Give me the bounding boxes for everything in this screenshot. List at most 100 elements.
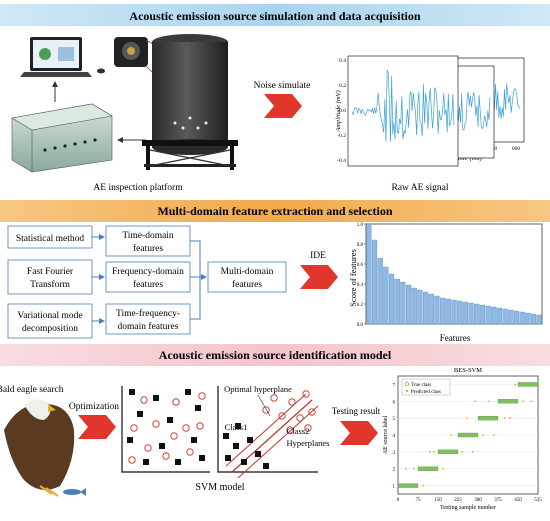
square-marker	[241, 459, 247, 465]
section1-title: Acoustic emission source simulation and …	[129, 9, 420, 23]
true-class-segment	[517, 382, 539, 387]
circle-marker	[302, 390, 310, 398]
square-marker	[195, 405, 201, 411]
chevron-arrow-icon	[264, 94, 302, 118]
circle-marker	[152, 420, 160, 428]
predicted-point	[487, 400, 490, 403]
square-marker	[175, 459, 181, 465]
x-axis-label: Testing sample number	[440, 505, 496, 511]
feature-box-time-frequency: Time-frequency- domain features	[105, 303, 191, 335]
optimization-label: Optimization	[69, 402, 119, 412]
signal-label: Raw AE signal	[392, 183, 449, 193]
square-marker	[233, 443, 239, 449]
y-tick-label: 0.2	[357, 303, 364, 308]
square-marker	[263, 463, 269, 469]
multi-label-a: Multi-domain	[221, 267, 274, 277]
bar	[377, 257, 383, 325]
method-box-vmd: Variational mode decomposition	[7, 303, 93, 339]
signal-frame	[347, 55, 459, 167]
square-marker	[129, 389, 135, 395]
bar	[400, 281, 406, 325]
bar	[451, 299, 457, 325]
square-marker	[143, 459, 149, 465]
x-tick-label: 225	[454, 498, 462, 503]
optimal-hyperplane-label: Optimal hyperplane	[224, 384, 292, 394]
predicted-point	[405, 467, 407, 470]
bar	[405, 284, 412, 325]
circle-marker	[308, 408, 316, 416]
y-tick-label: 6	[393, 400, 396, 405]
bar	[388, 273, 395, 325]
x-tick-label: 525	[534, 498, 542, 503]
circle-marker	[288, 398, 296, 406]
bar	[417, 289, 423, 325]
square-marker	[247, 437, 253, 443]
y-tick-label: 5	[393, 417, 396, 422]
y-tick-label: 7	[393, 383, 396, 388]
class1-label: Class1	[225, 422, 248, 432]
predicted-point	[493, 434, 495, 436]
section3-banner	[0, 344, 550, 366]
circle-marker	[278, 412, 286, 420]
testing-result-label: Testing result	[332, 406, 381, 416]
predicted-point	[422, 484, 425, 487]
y-tick-label: 0.4	[357, 283, 364, 288]
y-tick-label: 0.0	[357, 323, 364, 328]
bar	[440, 297, 446, 325]
bar	[428, 293, 434, 325]
square-marker	[199, 455, 205, 461]
method3-label-b: decomposition	[22, 324, 78, 334]
bar	[371, 239, 378, 325]
square-marker	[153, 395, 159, 401]
square-marker	[127, 437, 133, 443]
circle-marker	[262, 406, 270, 414]
chevron-arrow-icon-3	[78, 415, 116, 439]
noise-label: Noise simulate	[254, 81, 311, 91]
circle-marker	[128, 456, 136, 464]
circle-marker	[140, 396, 148, 404]
time-tick: 600	[512, 146, 521, 152]
circle-marker	[296, 414, 304, 422]
x-tick-label: 450	[514, 498, 522, 503]
circle-marker	[130, 424, 138, 432]
legend-pred-label: Predicted class	[411, 390, 441, 395]
predicted-point	[471, 450, 474, 453]
bar	[468, 302, 474, 325]
y-tick-label: 4	[393, 434, 396, 439]
square-marker	[185, 389, 191, 395]
circle-marker	[304, 424, 312, 432]
chevron-arrow-icon-2	[300, 265, 338, 289]
predicted-point	[429, 450, 431, 453]
method2-label-b: Transform	[30, 279, 70, 290]
bar	[383, 266, 389, 325]
chart-xlabel: Features	[440, 333, 471, 343]
bar	[394, 278, 400, 325]
bar	[485, 305, 491, 325]
square-marker	[137, 411, 143, 417]
hyperplane-pointer	[257, 394, 271, 417]
amplitude-tick: -0.2	[337, 133, 346, 139]
legend-pred-marker	[405, 389, 409, 393]
chevron-segment	[282, 94, 302, 118]
square-marker	[167, 417, 173, 423]
method-box-statistical: Statistical method	[7, 225, 93, 249]
circle-marker	[198, 392, 206, 400]
chevron-segment	[358, 421, 378, 445]
y-tick-label: 3	[393, 451, 396, 456]
true-class-segment	[397, 483, 419, 488]
y-tick-label: 2	[393, 468, 396, 473]
x-tick-label: 150	[434, 498, 442, 503]
circle-marker	[186, 448, 194, 456]
feat3-label-a: Time-frequency-	[116, 308, 180, 319]
amplitude-axis-label: Amplitude (mV)	[335, 90, 342, 132]
bar	[491, 306, 497, 325]
bar	[411, 287, 417, 325]
bar	[496, 307, 503, 325]
square-marker	[223, 433, 229, 439]
chevron-arrow-icon-4	[340, 421, 378, 445]
true-class-segment	[437, 449, 459, 455]
circle-marker	[162, 452, 170, 460]
merge-bracket	[190, 240, 201, 320]
hyperplane-lower	[237, 405, 319, 479]
